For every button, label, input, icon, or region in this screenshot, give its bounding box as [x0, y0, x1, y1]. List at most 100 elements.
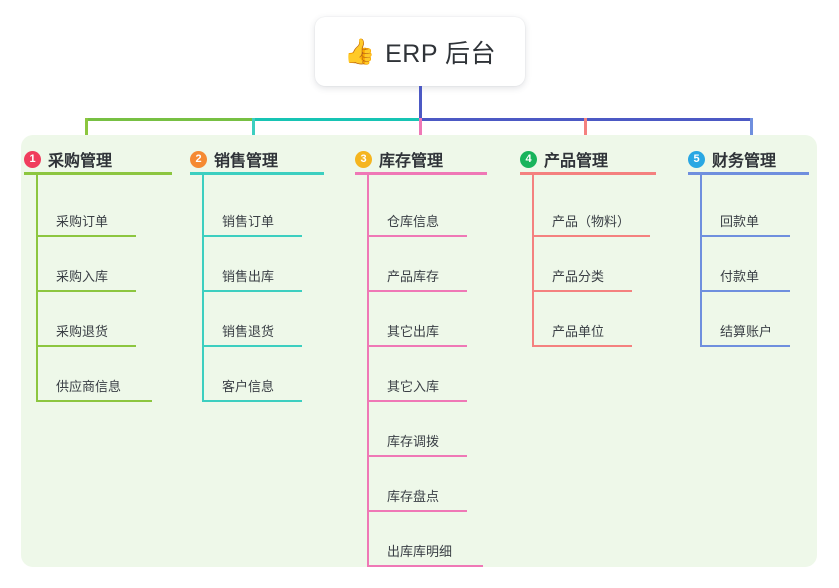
leaf-item-label: 产品单位 — [552, 324, 605, 339]
leaf-item[interactable]: 仓库信息 — [367, 182, 467, 237]
branch-column-3: 3 库存管理仓库信息产品库存其它出库其它入库库存调拨库存盘点出库库明细 — [355, 135, 487, 567]
leaf-item-rule — [367, 565, 483, 567]
leaf-item-rule — [367, 235, 467, 237]
leaf-item-label: 采购退货 — [56, 324, 109, 339]
branch-number-badge: 3 — [355, 150, 372, 168]
leaf-item[interactable]: 销售退货 — [202, 292, 302, 347]
leg-2 — [252, 118, 255, 148]
leaf-item[interactable]: 出库库明细 — [367, 512, 483, 567]
leaf-item[interactable]: 库存调拨 — [367, 402, 467, 457]
leaf-item-label: 销售退货 — [222, 324, 275, 339]
leaf-item-label: 销售出库 — [222, 269, 275, 284]
leaf-item[interactable]: 产品（物料） — [532, 182, 650, 237]
branch-column-2: 2 销售管理销售订单销售出库销售退货客户信息 — [190, 135, 324, 567]
leaf-item[interactable]: 供应商信息 — [36, 347, 152, 402]
branch-header-3[interactable]: 3 库存管理 — [355, 147, 443, 171]
leg-1 — [85, 118, 88, 148]
leaf-item[interactable]: 付款单 — [700, 237, 790, 292]
leaf-item-rule — [700, 290, 790, 292]
leaf-item-label: 库存调拨 — [387, 434, 440, 449]
leaf-item-rule — [367, 400, 467, 402]
leaf-item[interactable]: 其它入库 — [367, 347, 467, 402]
branch-underline — [355, 172, 487, 175]
leaf-item-rule — [36, 235, 136, 237]
leaf-item-rule — [532, 345, 632, 347]
leaf-item-rule — [532, 235, 650, 237]
leaf-item-label: 其它出库 — [387, 324, 440, 339]
leaf-item-label: 产品（物料） — [552, 214, 631, 229]
branch-title: 库存管理 — [379, 153, 444, 170]
leaf-item-label: 库存盘点 — [387, 489, 440, 504]
branch-spine — [700, 172, 702, 347]
leaf-item-rule — [700, 345, 790, 347]
leg-3 — [419, 118, 422, 148]
leaf-item-rule — [202, 345, 302, 347]
leaf-item-rule — [532, 290, 632, 292]
leaf-item-label: 产品库存 — [387, 269, 440, 284]
leaf-item[interactable]: 产品分类 — [532, 237, 632, 292]
branch-header-4[interactable]: 4 产品管理 — [520, 147, 608, 171]
bus-segment-green — [85, 118, 254, 121]
leaf-item-label: 客户信息 — [222, 379, 275, 394]
leaf-item-label: 出库库明细 — [387, 544, 453, 559]
leaf-item-rule — [367, 290, 467, 292]
leaf-item-rule — [36, 290, 136, 292]
branch-spine — [532, 172, 534, 347]
leaf-item-label: 回款单 — [720, 214, 760, 229]
leaf-item[interactable]: 销售出库 — [202, 237, 302, 292]
branch-title: 产品管理 — [544, 153, 609, 170]
leaf-item[interactable]: 采购退货 — [36, 292, 136, 347]
branch-header-2[interactable]: 2 销售管理 — [190, 147, 278, 171]
leaf-item-label: 采购入库 — [56, 269, 109, 284]
leaf-item-rule — [367, 345, 467, 347]
thumbs-up-icon: 👍 — [343, 37, 376, 66]
leaf-item-rule — [367, 510, 467, 512]
leaf-item[interactable]: 产品单位 — [532, 292, 632, 347]
leaf-item-label: 供应商信息 — [56, 379, 122, 394]
leaf-item-rule — [202, 235, 302, 237]
branch-number-badge: 2 — [190, 150, 207, 168]
branch-spine — [367, 172, 369, 567]
leaf-item[interactable]: 产品库存 — [367, 237, 467, 292]
leaf-item-label: 销售订单 — [222, 214, 275, 229]
leaf-item-rule — [700, 235, 790, 237]
leaf-item-rule — [367, 455, 467, 457]
leaf-item-label: 结算账户 — [720, 324, 773, 339]
root-node[interactable]: 👍 ERP 后台 — [315, 17, 525, 86]
leaf-item[interactable]: 结算账户 — [700, 292, 790, 347]
branch-spine — [36, 172, 38, 402]
leaf-item[interactable]: 采购入库 — [36, 237, 136, 292]
leaf-item-rule — [36, 345, 136, 347]
leaf-item-rule — [202, 400, 302, 402]
branch-underline — [520, 172, 656, 175]
leaf-item[interactable]: 销售订单 — [202, 182, 302, 237]
branch-underline — [24, 172, 172, 175]
leaf-item[interactable]: 回款单 — [700, 182, 790, 237]
branch-number-badge: 4 — [520, 150, 537, 168]
leaf-item[interactable]: 其它出库 — [367, 292, 467, 347]
leaf-item-label: 采购订单 — [56, 214, 109, 229]
leaf-item[interactable]: 库存盘点 — [367, 457, 467, 512]
leaf-item[interactable]: 客户信息 — [202, 347, 302, 402]
branch-number-badge: 1 — [24, 150, 41, 168]
branch-underline — [688, 172, 809, 175]
leaf-item-rule — [36, 400, 152, 402]
branch-title: 销售管理 — [214, 153, 279, 170]
leaf-item[interactable]: 采购订单 — [36, 182, 136, 237]
branch-spine — [202, 172, 204, 402]
root-title: ERP 后台 — [385, 39, 497, 68]
leaf-item-label: 产品分类 — [552, 269, 605, 284]
leg-5 — [750, 118, 753, 148]
branch-number-badge: 5 — [688, 150, 705, 168]
leaf-item-label: 其它入库 — [387, 379, 440, 394]
leaf-item-label: 付款单 — [720, 269, 760, 284]
leaf-item-rule — [202, 290, 302, 292]
leg-4 — [584, 118, 587, 148]
branch-underline — [190, 172, 324, 175]
